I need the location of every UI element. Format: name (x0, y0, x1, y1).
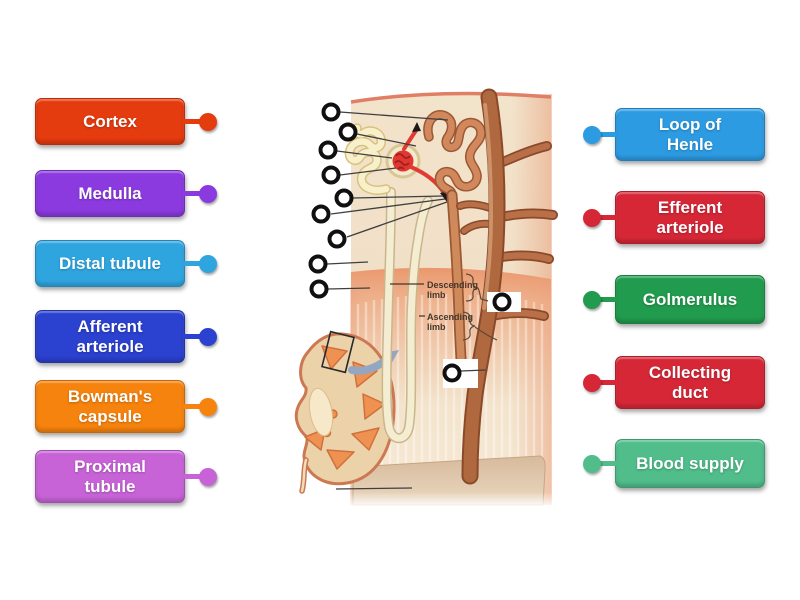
label-medulla[interactable]: Medulla (35, 170, 217, 217)
kidney-inset (294, 330, 399, 494)
connector-stub (183, 261, 200, 266)
target-circle[interactable] (308, 254, 328, 274)
label-text: Collecting duct (648, 362, 732, 402)
connector-dot[interactable] (199, 112, 217, 131)
label-collecting-duct[interactable]: Collecting duct (583, 356, 765, 409)
svg-text:limb: limb (427, 290, 446, 300)
connector-stub (600, 215, 617, 220)
target-circle[interactable] (311, 204, 331, 224)
connector-dot[interactable] (583, 290, 601, 309)
label-text: Golmerulus (642, 289, 738, 309)
drop-targets (308, 102, 512, 383)
target-circle[interactable] (321, 102, 341, 122)
connector-dot[interactable] (583, 208, 601, 227)
label-text: Proximal tubule (74, 456, 146, 496)
connector-dot[interactable] (583, 373, 601, 392)
target-circle[interactable] (492, 292, 512, 312)
glomerulus (392, 150, 414, 172)
capsule-surface-line (350, 91, 552, 104)
target-circle[interactable] (327, 229, 347, 249)
bottom-fade (350, 492, 552, 508)
ascending-brace (462, 311, 476, 341)
label-cortex[interactable]: Cortex (35, 98, 217, 145)
svg-text:limb: limb (427, 322, 446, 332)
label-text: Cortex (83, 111, 137, 131)
connector-stub (183, 404, 200, 409)
connector-stub (600, 297, 617, 302)
target-circle[interactable] (321, 165, 341, 185)
limb-annotations: Descending limb Ascending limb (390, 273, 498, 341)
target-circle[interactable] (338, 122, 358, 142)
proximal-tubule (344, 123, 391, 195)
label-text: Blood supply (636, 453, 744, 473)
target-circle[interactable] (309, 279, 329, 299)
renal-pelvis (308, 387, 334, 437)
label-text: Distal tubule (58, 253, 161, 273)
label-proximal-tubule[interactable]: Proximal tubule (35, 450, 217, 503)
flow-arrow-up (412, 122, 421, 132)
connector-dot[interactable] (199, 254, 217, 273)
label-bowmans-capsule[interactable]: Bowman's capsule (35, 380, 217, 433)
connector-stub (600, 461, 617, 466)
connector-stub (183, 191, 200, 196)
loop-of-henle (381, 187, 433, 444)
magnifier-rect (321, 330, 355, 374)
bottom-leader-line (335, 487, 413, 490)
label-afferent-arteriole[interactable]: Afferent arteriole (35, 310, 217, 363)
leader-lines (326, 111, 487, 490)
label-efferent-arteriole[interactable]: Efferent arteriole (583, 191, 765, 244)
label-blood-supply[interactable]: Blood supply (583, 439, 765, 488)
connector-dot[interactable] (583, 125, 601, 144)
target-circle[interactable] (334, 188, 354, 208)
target-circle[interactable] (442, 363, 462, 383)
label-golmerulus[interactable]: Golmerulus (583, 275, 765, 324)
label-distal-tubule[interactable]: Distal tubule (35, 240, 217, 287)
label-text: Efferent arteriole (656, 197, 724, 237)
target-circle[interactable] (318, 140, 338, 160)
label-text: Medulla (78, 183, 142, 203)
connector-stub (183, 334, 200, 339)
connector-dot[interactable] (199, 397, 217, 416)
label-text: Afferent arteriole (76, 316, 144, 356)
connector-stub (183, 119, 200, 124)
label-text: Bowman's capsule (67, 386, 153, 426)
connector-stub (600, 132, 617, 137)
connector-stub (183, 474, 200, 479)
ascending-limb-label: Ascending (427, 312, 473, 322)
connector-dot[interactable] (199, 467, 217, 486)
connector-dot[interactable] (199, 184, 217, 203)
connector-stub (600, 380, 617, 385)
descending-limb-label: Descending (427, 280, 478, 290)
label-text: Loop of Henle (658, 114, 722, 154)
label-loop-of-henle[interactable]: Loop of Henle (583, 108, 765, 161)
connector-dot[interactable] (583, 454, 601, 473)
distal-tubule (423, 110, 486, 380)
connector-dot[interactable] (199, 327, 217, 346)
